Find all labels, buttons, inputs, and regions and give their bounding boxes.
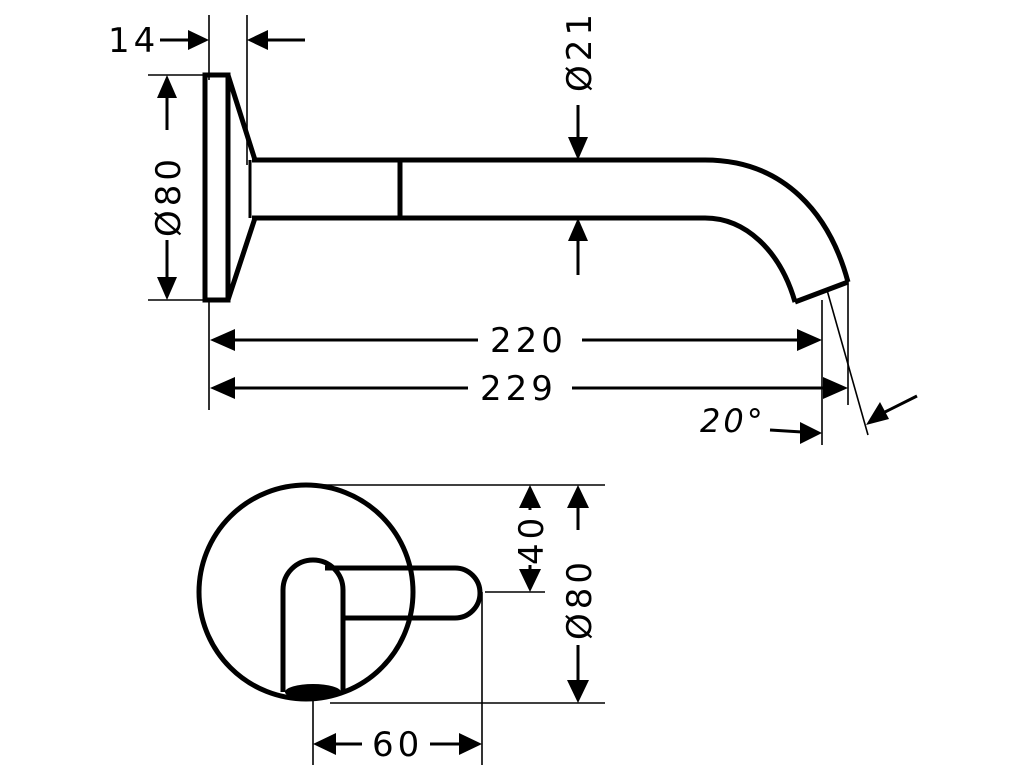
mixer-body bbox=[280, 557, 346, 692]
dim-spout-angle-label: 20° bbox=[700, 402, 766, 440]
front-extension-lines bbox=[306, 484, 605, 765]
cover-plate bbox=[196, 482, 416, 702]
spout-side-view bbox=[202, 72, 851, 305]
spout-curve-inner bbox=[704, 215, 798, 303]
dim-projection-220: 220 bbox=[210, 321, 822, 361]
dim-projection-220-label: 220 bbox=[490, 321, 567, 361]
lever-handle bbox=[325, 565, 483, 621]
dim-flange-diameter-label: Ø80 bbox=[149, 155, 189, 237]
flange-outline bbox=[202, 72, 231, 303]
dim-spout-diameter-label: Ø21 bbox=[560, 10, 600, 92]
dim-spout-angle: 20° bbox=[700, 394, 918, 444]
mixer-outlet bbox=[285, 684, 341, 700]
dim-spout-diameter: Ø21 bbox=[560, 10, 600, 275]
spout-outlet bbox=[794, 279, 849, 305]
dim-projection-229-label: 229 bbox=[480, 369, 557, 409]
dim-plate-diameter: Ø80 bbox=[560, 485, 600, 703]
dim-lever-length-label: 60 bbox=[372, 725, 423, 765]
side-extension-lines bbox=[148, 15, 869, 445]
mixer-front-view bbox=[196, 482, 483, 702]
spout-curve-outer bbox=[704, 157, 851, 283]
dim-lever-height-label: 40 bbox=[512, 514, 552, 565]
dim-flange-thickness: 14 bbox=[108, 21, 305, 61]
dim-lever-height: 40 bbox=[512, 485, 552, 592]
flange-bevel bbox=[225, 74, 258, 301]
dim-flange-thickness-label: 14 bbox=[108, 21, 159, 61]
dim-lever-length: 60 bbox=[313, 725, 482, 765]
dim-projection-229: 229 bbox=[210, 369, 848, 409]
dim-flange-diameter: Ø80 bbox=[149, 75, 189, 300]
dim-plate-diameter-label: Ø80 bbox=[560, 558, 600, 640]
